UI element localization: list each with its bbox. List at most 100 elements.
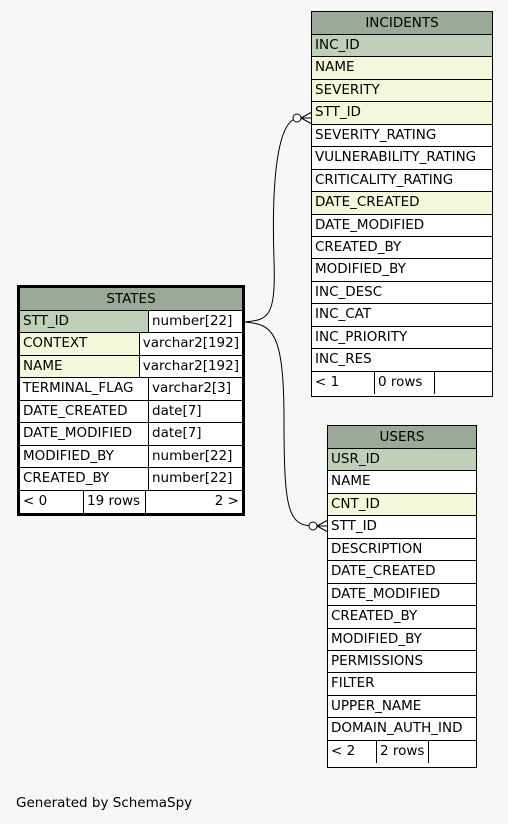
users-column-name: UPPER_NAME [328, 695, 476, 718]
states-table-footer: < 0 19 rows 2 > [20, 490, 242, 513]
incidents-children-count [434, 371, 492, 394]
incidents-column-row[interactable]: MODIFIED_BY [312, 259, 492, 282]
users-column-name: FILTER [328, 673, 476, 695]
incidents-column-name: NAME [312, 57, 492, 79]
incidents-column-row[interactable]: INC_PRIORITY [312, 326, 492, 350]
incidents-column-name: DATE_MODIFIED [312, 214, 492, 236]
users-column-row[interactable]: DATE_MODIFIED [328, 583, 476, 607]
incidents-column-row[interactable]: INC_RES [312, 349, 492, 372]
incidents-column-row[interactable]: VULNERABILITY_RATING [312, 147, 492, 170]
incidents-column-row[interactable]: CRITICALITY_RATING [312, 169, 492, 193]
incidents-column-name: SEVERITY_RATING [312, 124, 492, 147]
states-column-name: DATE_MODIFIED [20, 423, 148, 445]
users-column-name: CREATED_BY [328, 606, 476, 628]
incidents-column-row[interactable]: SEVERITY [312, 79, 492, 103]
incidents-parents-count: < 1 [315, 373, 340, 390]
states-column-type: varchar2[3] [148, 378, 242, 400]
users-children-count [428, 740, 476, 763]
states-column-type: date[7] [148, 423, 242, 445]
users-column-row[interactable]: UPPER_NAME [328, 695, 476, 719]
users-column-name: CNT_ID [328, 493, 476, 516]
states-column-name: DATE_CREATED [20, 400, 148, 423]
states-column-type: number[22] [148, 445, 242, 468]
users-column-name: NAME [328, 471, 476, 493]
users-column-row[interactable]: DATE_CREATED [328, 561, 476, 584]
users-optional-marker [308, 521, 318, 531]
users-column-name: DOMAIN_AUTH_IND [328, 718, 476, 740]
users-column-row[interactable]: NAME [328, 471, 476, 494]
states-column-name: NAME [20, 355, 139, 378]
incidents-column-name: INC_PRIORITY [312, 326, 492, 349]
users-column-row[interactable]: USR_ID [328, 449, 476, 472]
incidents-column-name: CREATED_BY [312, 236, 492, 259]
incidents-column-row[interactable]: DATE_CREATED [312, 192, 492, 215]
incidents-column-row[interactable]: INC_ID [312, 35, 492, 58]
incidents-table-title[interactable]: INCIDENTS [312, 12, 492, 35]
users-column-row[interactable]: CNT_ID [328, 493, 476, 517]
relationship-incidents-states [243, 117, 300, 323]
states-column-type: number[22] [148, 468, 242, 490]
incidents-column-name: INC_RES [312, 349, 492, 371]
incidents-column-name: INC_ID [312, 35, 492, 57]
users-column-row[interactable]: PERMISSIONS [328, 650, 476, 674]
incidents-column-row[interactable]: INC_DESC [312, 281, 492, 305]
incidents-column-row[interactable]: CREATED_BY [312, 236, 492, 260]
states-table-title[interactable]: STATES [20, 288, 242, 311]
states-column-type: varchar2[192] [138, 333, 242, 355]
users-column-name: DATE_CREATED [328, 561, 476, 583]
incidents-column-row[interactable]: SEVERITY_RATING [312, 124, 492, 148]
users-column-row[interactable]: MODIFIED_BY [328, 628, 476, 651]
states-parents-count: < 0 [23, 492, 48, 509]
states-row-count: 19 rows [83, 490, 145, 513]
users-column-row[interactable]: FILTER [328, 673, 476, 696]
incidents-column-name: INC_CAT [312, 304, 492, 326]
users-parents-count: < 2 [331, 742, 356, 759]
incidents-column-row[interactable]: STT_ID [312, 102, 492, 125]
states-column-type: number[22] [148, 311, 242, 333]
incidents-column-name: CRITICALITY_RATING [312, 169, 492, 192]
incidents-optional-marker [292, 113, 302, 123]
states-column-name: TERMINAL_FLAG [20, 378, 148, 400]
users-column-row[interactable]: STT_ID [328, 516, 476, 539]
states-column-name: STT_ID [20, 311, 148, 333]
users-column-name: PERMISSIONS [328, 650, 476, 673]
incidents-column-row[interactable]: INC_CAT [312, 304, 492, 327]
users-column-row[interactable]: DESCRIPTION [328, 538, 476, 562]
incidents-table-footer: < 1 0 rows [312, 371, 492, 394]
users-table-title[interactable]: USERS [328, 426, 476, 449]
users-column-name: USR_ID [328, 449, 476, 471]
incidents-column-row[interactable]: NAME [312, 57, 492, 80]
incidents-column-name: INC_DESC [312, 281, 492, 304]
users-column-row[interactable]: CREATED_BY [328, 606, 476, 629]
relationship-users-states [243, 321, 315, 527]
users-column-name: DATE_MODIFIED [328, 583, 476, 606]
users-crowfoot [316, 519, 329, 533]
incidents-column-name: DATE_CREATED [312, 192, 492, 214]
users-table-footer: < 2 2 rows [328, 740, 476, 763]
states-column-name: CREATED_BY [20, 468, 148, 490]
generated-by-credit: Generated by SchemaSpy [16, 795, 193, 811]
states-children-count: 2 > [145, 490, 242, 513]
users-column-name: MODIFIED_BY [328, 628, 476, 650]
states-column-name: CONTEXT [20, 333, 139, 355]
incidents-column-row[interactable]: DATE_MODIFIED [312, 214, 492, 237]
users-column-row[interactable]: DOMAIN_AUTH_IND [328, 718, 476, 741]
incidents-column-name: VULNERABILITY_RATING [312, 147, 492, 169]
incidents-column-name: MODIFIED_BY [312, 259, 492, 281]
states-column-type: varchar2[192] [138, 355, 242, 378]
states-column-name: MODIFIED_BY [20, 445, 148, 468]
